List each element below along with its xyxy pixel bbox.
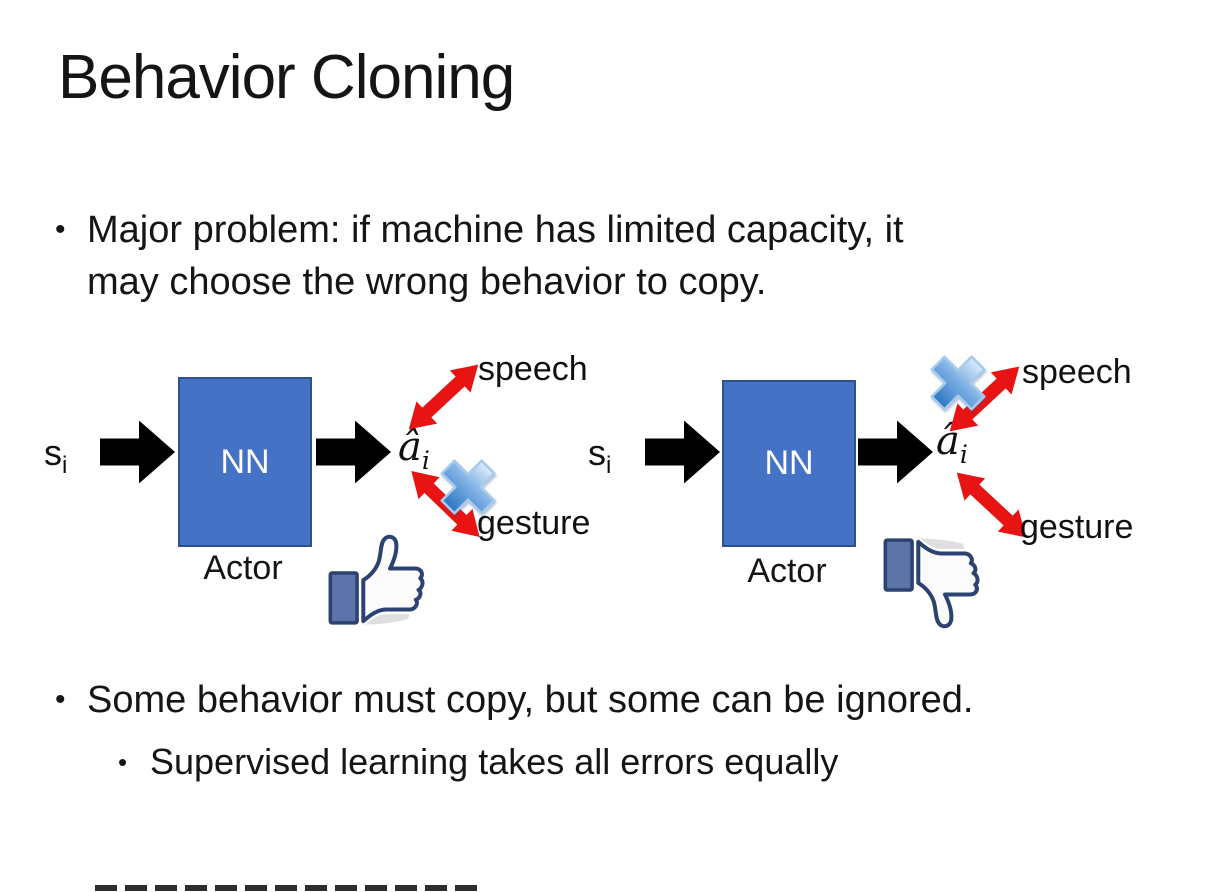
left-output-arrow-icon xyxy=(316,420,391,484)
right-input-state-label: si xyxy=(588,432,612,480)
right-speech-double-arrow-icon xyxy=(949,366,1020,432)
bullet-supervised-learning: • Supervised learning takes all errors e… xyxy=(118,736,1118,788)
bullet-major-problem-text: Major problem: if machine has limited ca… xyxy=(87,204,904,308)
left-output-action-label: âi xyxy=(398,424,430,475)
right-speech-label: speech xyxy=(1022,353,1132,391)
thumbs-down-icon xyxy=(878,533,996,636)
bullet-marker: • xyxy=(55,683,66,716)
right-nn-box: NN xyxy=(722,380,856,547)
slide-title: Behavior Cloning xyxy=(58,43,515,112)
right-cross-out-icon xyxy=(930,355,986,411)
bullet-line-1: Major problem: if machine has limited ca… xyxy=(87,209,904,251)
right-output-arrow-icon xyxy=(858,420,933,484)
bullet-line-2: may choose the wrong behavior to copy. xyxy=(87,261,767,303)
left-nn-box: NN xyxy=(178,377,312,547)
left-speech-double-arrow-icon xyxy=(408,364,479,430)
right-nn-label: NN xyxy=(764,444,814,482)
left-gesture-label: gesture xyxy=(477,504,591,542)
right-gesture-label: gesture xyxy=(1020,508,1134,546)
thumbs-up-icon xyxy=(323,532,441,635)
right-gesture-double-arrow-icon xyxy=(956,472,1027,538)
right-input-arrow-icon xyxy=(645,420,720,484)
bullet-some-behavior: • Some behavior must copy, but some can … xyxy=(55,674,1155,726)
bullet-some-behavior-text: Some behavior must copy, but some can be… xyxy=(87,679,974,721)
bullet-marker: • xyxy=(55,213,66,246)
bullet-major-problem: • Major problem: if machine has limited … xyxy=(55,204,1115,308)
right-actor-label: Actor xyxy=(747,552,827,590)
left-input-state-label: si xyxy=(44,432,68,480)
bottom-cutoff-text-fragment xyxy=(95,885,481,891)
left-actor-label: Actor xyxy=(203,549,283,587)
bullet-supervised-learning-text: Supervised learning takes all errors equ… xyxy=(150,741,839,782)
left-speech-label: speech xyxy=(478,350,588,388)
left-nn-label: NN xyxy=(220,442,270,481)
left-cross-out-icon xyxy=(440,459,496,515)
left-input-arrow-icon xyxy=(100,420,175,484)
bullet-marker: • xyxy=(118,747,128,777)
